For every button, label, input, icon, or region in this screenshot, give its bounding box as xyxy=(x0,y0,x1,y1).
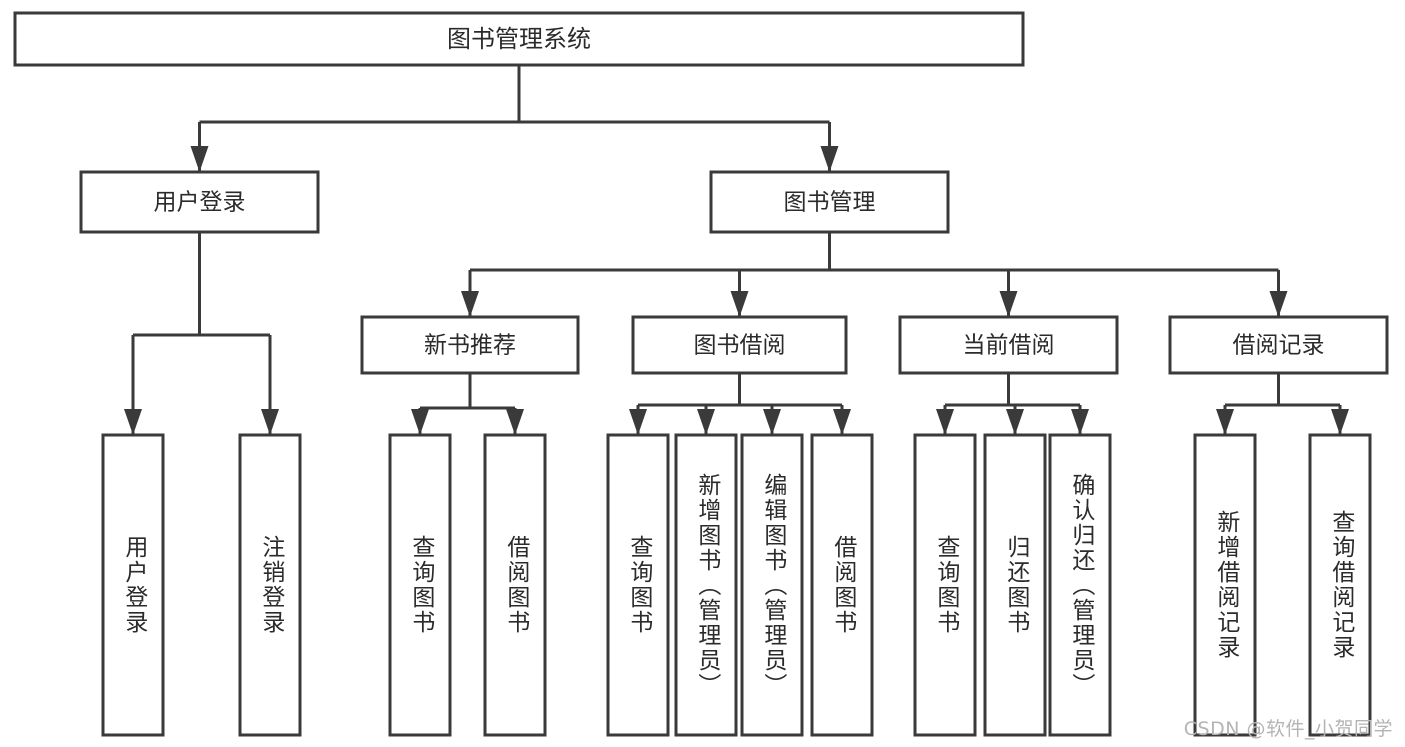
node-label-level3-3: 借阅记录 xyxy=(1233,333,1325,359)
arrow-head-1-3 xyxy=(1269,291,1288,317)
node-box-layer xyxy=(13,11,1389,737)
node-box-level3-0[interactable] xyxy=(360,315,580,375)
arrow-head-3-0 xyxy=(411,409,429,435)
arrow-head-6-1 xyxy=(1331,409,1349,435)
arrow-head-2-1 xyxy=(261,409,279,435)
arrow-head-0-0 xyxy=(190,146,209,172)
node-box-leaf-9[interactable] xyxy=(983,433,1047,737)
node-box-leaf-11[interactable] xyxy=(1193,433,1257,737)
node-box-level3-3[interactable] xyxy=(1168,315,1389,375)
arrow-head-0-1 xyxy=(820,146,839,172)
node-label-level3-1: 图书借阅 xyxy=(694,333,786,359)
node-label-level3-0: 新书推荐 xyxy=(424,333,516,359)
arrow-head-4-2 xyxy=(763,409,781,435)
arrow-head-4-0 xyxy=(629,409,647,435)
node-label-level2-1: 图书管理 xyxy=(784,190,876,216)
arrow-head-5-1 xyxy=(1006,409,1024,435)
node-box-leaf-10[interactable] xyxy=(1048,433,1112,737)
arrow-head-4-3 xyxy=(833,409,851,435)
node-box-leaf-7[interactable] xyxy=(810,433,874,737)
node-box-leaf-12[interactable] xyxy=(1308,433,1372,737)
node-box-level3-1[interactable] xyxy=(631,315,848,375)
node-box-level2-0[interactable] xyxy=(79,170,320,234)
node-label-level2-0: 用户登录 xyxy=(154,190,246,216)
arrow-head-1-2 xyxy=(999,291,1018,317)
node-label-level3-2: 当前借阅 xyxy=(963,333,1055,359)
node-box-leaf-5[interactable] xyxy=(674,433,738,737)
arrow-head-5-0 xyxy=(936,409,954,435)
node-label-root-0: 图书管理系统 xyxy=(447,25,591,53)
node-box-leaf-8[interactable] xyxy=(913,433,977,737)
node-box-leaf-6[interactable] xyxy=(740,433,804,737)
node-box-leaf-0[interactable] xyxy=(101,433,165,737)
node-box-leaf-2[interactable] xyxy=(388,433,452,737)
node-box-root-0[interactable] xyxy=(13,11,1025,67)
watermark-text: CSDN @软件_小贺同学 xyxy=(1183,718,1393,740)
node-box-level2-1[interactable] xyxy=(709,170,950,234)
node-box-level3-2[interactable] xyxy=(898,315,1119,375)
node-box-leaf-4[interactable] xyxy=(606,433,670,737)
arrow-head-5-2 xyxy=(1071,409,1089,435)
arrow-head-4-1 xyxy=(697,409,715,435)
arrow-head-3-1 xyxy=(506,409,524,435)
connector-layer xyxy=(124,65,1349,435)
node-box-leaf-1[interactable] xyxy=(238,433,302,737)
arrow-head-1-1 xyxy=(730,291,749,317)
arrow-head-1-0 xyxy=(461,291,479,317)
node-box-leaf-3[interactable] xyxy=(483,433,547,737)
arrow-head-2-0 xyxy=(124,409,142,435)
arrow-head-6-0 xyxy=(1216,409,1234,435)
